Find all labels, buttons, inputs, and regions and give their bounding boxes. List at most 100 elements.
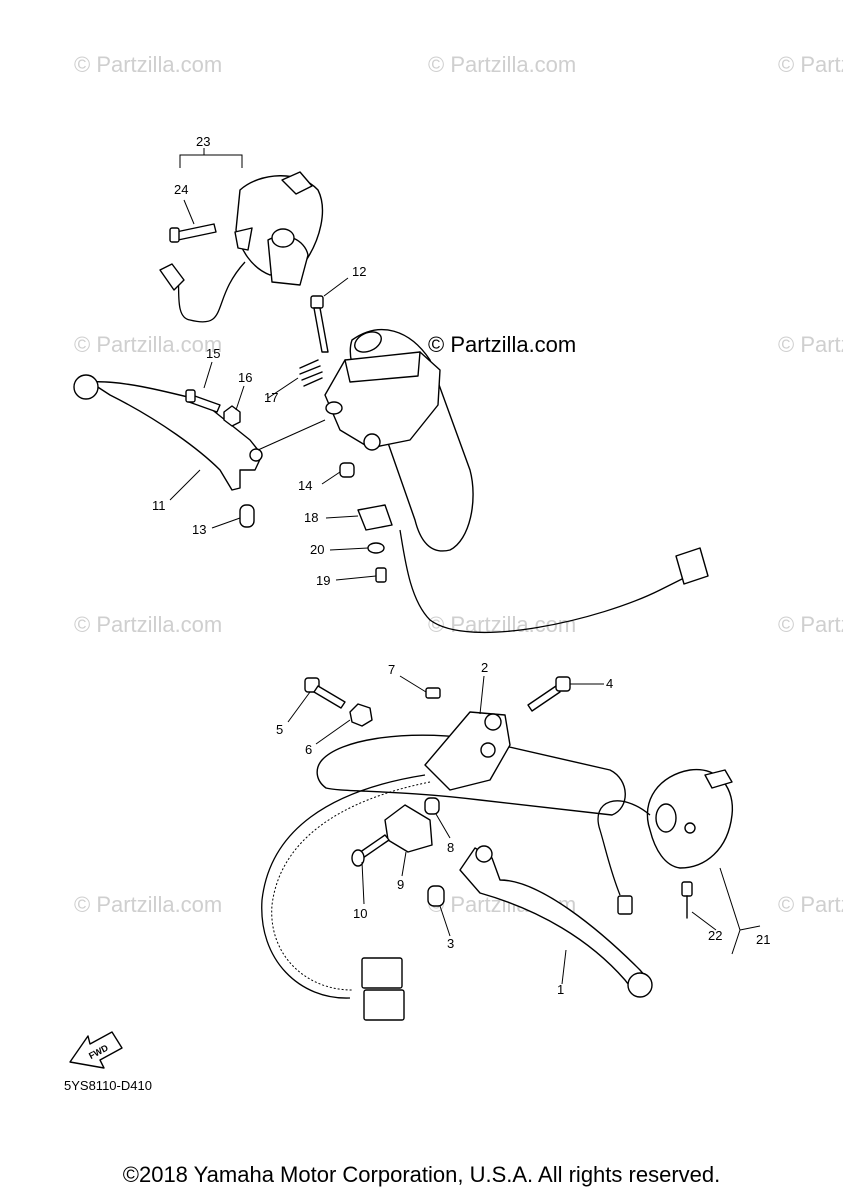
callout-22: 22 (708, 928, 722, 943)
nut-6-shape (349, 703, 373, 727)
callout-10: 10 (353, 906, 367, 921)
leader-16 (235, 385, 245, 411)
brake-switch-wire (399, 529, 691, 634)
callout-3: 3 (447, 936, 454, 951)
callout-20: 20 (310, 542, 324, 557)
bracket-23 (179, 148, 243, 168)
leader-24 (183, 199, 195, 225)
bolt-12-head (310, 295, 324, 309)
leader-5 (287, 691, 311, 723)
leader-19 (335, 575, 377, 581)
fwd-arrow: FWD (69, 1031, 123, 1069)
upper-assembly (73, 148, 709, 634)
watermark: © Partzilla.com (74, 52, 222, 77)
bracket-21 (719, 867, 761, 955)
callout-14: 14 (298, 478, 312, 493)
watermark: © Partzilla.com (428, 52, 576, 77)
callout-16: 16 (238, 370, 252, 385)
screw-22-head (681, 881, 693, 897)
leader-2 (479, 675, 485, 715)
callout-labels: 1 2 3 4 5 6 7 8 9 10 11 12 13 14 15 16 1… (152, 134, 770, 997)
callout-11: 11 (152, 498, 166, 513)
left-switch-hole (684, 822, 696, 834)
copyright-notice: ©2018 Yamaha Motor Corporation, U.S.A. A… (122, 1162, 721, 1187)
watermark: © Partzilla.com (778, 332, 843, 357)
nut-16-shape (223, 405, 241, 427)
leader-3 (439, 905, 451, 937)
leader-11 (169, 469, 201, 501)
callout-1: 1 (557, 982, 564, 997)
diagram-code: 5YS8110-D410 (64, 1078, 152, 1093)
bolt-5-shank (313, 685, 346, 709)
clutch-harness-wire-inner (271, 781, 431, 991)
leader-6 (315, 719, 351, 745)
handlebar-end-shape (354, 331, 382, 353)
fwd-arrow-icon (69, 1031, 123, 1069)
watermark: © Partzilla.com (74, 332, 222, 357)
brake-switch-connector (675, 547, 709, 585)
watermark-center: © Partzilla.com (428, 332, 576, 357)
callout-13: 13 (192, 522, 206, 537)
left-switch-connector (617, 895, 633, 915)
callout-8: 8 (447, 840, 454, 855)
main-connector-2 (363, 989, 405, 1021)
screw-24-shape (175, 223, 217, 241)
screw-10-head (351, 849, 365, 867)
clutch-switch-shape (384, 804, 433, 853)
leader-12 (323, 277, 349, 297)
callout-19: 19 (316, 573, 330, 588)
clutch-lever-ball (627, 972, 653, 998)
clutch-bracket-shape (424, 711, 511, 791)
switch-tab (234, 227, 253, 251)
collar-13-shape (239, 504, 255, 528)
switch-connector (159, 263, 185, 291)
leader-22 (691, 911, 717, 931)
callout-21: 21 (756, 932, 770, 947)
nut-14-shape (339, 462, 355, 478)
bolt-7-shape (425, 687, 441, 699)
master-cylinder-lid (344, 351, 421, 383)
watermark: © Partzilla.com (74, 892, 222, 917)
leader-14 (321, 471, 341, 485)
leader-1 (561, 949, 567, 985)
watermark-grid: © Partzilla.com © Partzilla.com © Partzi… (74, 52, 843, 917)
callout-15: 15 (206, 346, 220, 361)
switch-wire (177, 261, 246, 323)
watermark: © Partzilla.com (778, 892, 843, 917)
brake-lever-ball (73, 374, 99, 400)
watermark: © Partzilla.com (74, 612, 222, 637)
left-switch-housing-shape (646, 768, 734, 869)
leader-pivot (257, 419, 326, 451)
brake-switch-shape (357, 504, 393, 531)
switch-button (281, 171, 313, 195)
leader-8 (435, 813, 451, 839)
brake-lever-shape (89, 381, 263, 491)
lever-pivot-boss (325, 401, 343, 415)
clutch-lever-pivot (475, 845, 493, 863)
callout-23: 23 (196, 134, 210, 149)
left-switch-button (704, 769, 733, 789)
bolt-4-shank (527, 685, 561, 712)
switch-housing-bore (271, 228, 295, 248)
callout-18: 18 (304, 510, 318, 525)
master-cylinder-port (363, 433, 381, 451)
bolt-12-shank (313, 307, 329, 353)
brake-lever-pivot (249, 448, 263, 462)
washer-20-shape (367, 542, 385, 554)
bolt-4-head (555, 676, 571, 692)
leader-18 (325, 515, 359, 519)
leader-7 (399, 675, 427, 693)
lower-assembly (261, 675, 761, 1021)
leader-13 (211, 517, 241, 529)
screw-19-shape (375, 567, 387, 583)
left-switch-wire (597, 800, 651, 896)
main-connector-1 (361, 957, 403, 989)
callout-6: 6 (305, 742, 312, 757)
leader-17 (267, 377, 299, 399)
left-switch-bore (655, 803, 677, 833)
callout-4: 4 (606, 676, 613, 691)
clutch-bracket-bore2 (480, 742, 496, 758)
callout-7: 7 (388, 662, 395, 677)
clutch-lever-shape (459, 847, 651, 988)
collar-3-shape (427, 885, 445, 907)
